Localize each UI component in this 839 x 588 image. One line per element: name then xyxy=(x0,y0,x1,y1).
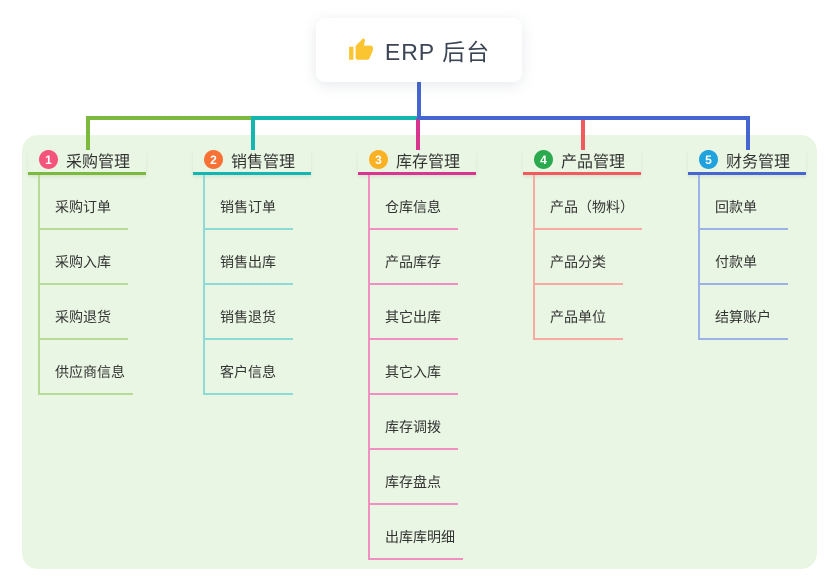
branch-badge: 2 xyxy=(204,150,223,169)
child-label: 库存盘点 xyxy=(385,474,441,490)
child-label: 出库库明细 xyxy=(385,529,455,545)
child-node[interactable]: 其它入库 xyxy=(370,340,458,395)
branch-header-1[interactable]: 1 采购管理 xyxy=(28,150,146,175)
thumbs-up-icon xyxy=(348,38,373,60)
child-node[interactable]: 库存盘点 xyxy=(370,450,458,505)
child-label: 产品库存 xyxy=(385,254,441,270)
child-label: 回款单 xyxy=(715,199,757,215)
branch-badge: 1 xyxy=(39,150,58,169)
child-node[interactable]: 采购订单 xyxy=(40,175,128,230)
branch-children: 回款单付款单结算账户 xyxy=(698,175,838,340)
child-label: 供应商信息 xyxy=(55,364,125,380)
branch-children: 采购订单采购入库采购退货供应商信息 xyxy=(38,175,178,395)
child-label: 结算账户 xyxy=(715,309,771,325)
child-label: 采购订单 xyxy=(55,199,111,215)
branch-badge: 3 xyxy=(369,150,388,169)
branch-children: 仓库信息产品库存其它出库其它入库库存调拨库存盘点出库库明细 xyxy=(368,175,508,560)
branch-title: 产品管理 xyxy=(561,153,626,171)
root-node[interactable]: ERP 后台 xyxy=(316,18,522,82)
child-label: 其它出库 xyxy=(385,309,441,325)
child-node[interactable]: 客户信息 xyxy=(205,340,293,395)
child-label: 客户信息 xyxy=(220,364,276,380)
branch-column-1: 1 采购管理采购订单采购入库采购退货供应商信息 xyxy=(28,150,178,395)
child-node[interactable]: 供应商信息 xyxy=(40,340,133,395)
mindmap-panel xyxy=(22,135,817,569)
child-node[interactable]: 回款单 xyxy=(700,175,788,230)
child-node[interactable]: 销售出库 xyxy=(205,230,293,285)
branch-header-4[interactable]: 4 产品管理 xyxy=(523,150,641,175)
child-node[interactable]: 其它出库 xyxy=(370,285,458,340)
child-node[interactable]: 产品（物料） xyxy=(535,175,642,230)
child-node[interactable]: 结算账户 xyxy=(700,285,788,340)
child-label: 库存调拨 xyxy=(385,419,441,435)
branch-children: 销售订单销售出库销售退货客户信息 xyxy=(203,175,343,395)
branch-title: 财务管理 xyxy=(726,153,791,171)
branch-column-3: 3 库存管理仓库信息产品库存其它出库其它入库库存调拨库存盘点出库库明细 xyxy=(358,150,508,560)
child-label: 产品分类 xyxy=(550,254,606,270)
child-node[interactable]: 库存调拨 xyxy=(370,395,458,450)
child-node[interactable]: 仓库信息 xyxy=(370,175,458,230)
child-label: 产品（物料） xyxy=(550,199,634,215)
child-node[interactable]: 采购退货 xyxy=(40,285,128,340)
child-node[interactable]: 销售退货 xyxy=(205,285,293,340)
child-node[interactable]: 付款单 xyxy=(700,230,788,285)
branch-badge: 5 xyxy=(699,150,718,169)
branch-header-2[interactable]: 2 销售管理 xyxy=(193,150,311,175)
child-label: 销售退货 xyxy=(220,309,276,325)
child-label: 销售出库 xyxy=(220,254,276,270)
child-node[interactable]: 销售订单 xyxy=(205,175,293,230)
child-node[interactable]: 产品库存 xyxy=(370,230,458,285)
child-label: 产品单位 xyxy=(550,309,606,325)
branch-column-5: 5 财务管理回款单付款单结算账户 xyxy=(688,150,838,340)
child-label: 销售订单 xyxy=(220,199,276,215)
branch-column-4: 4 产品管理产品（物料） 产品分类产品单位 xyxy=(523,150,673,340)
child-label: 其它入库 xyxy=(385,364,441,380)
branch-header-3[interactable]: 3 库存管理 xyxy=(358,150,476,175)
child-label: 付款单 xyxy=(715,254,757,270)
branch-children: 产品（物料） 产品分类产品单位 xyxy=(533,175,673,340)
child-node[interactable]: 出库库明细 xyxy=(370,505,463,560)
branch-title: 采购管理 xyxy=(66,153,131,171)
child-node[interactable]: 产品分类 xyxy=(535,230,623,285)
branch-title: 库存管理 xyxy=(396,153,461,171)
child-node[interactable]: 采购入库 xyxy=(40,230,128,285)
branch-header-5[interactable]: 5 财务管理 xyxy=(688,150,806,175)
child-node[interactable]: 产品单位 xyxy=(535,285,623,340)
child-label: 采购入库 xyxy=(55,254,111,270)
root-title: ERP 后台 xyxy=(384,39,491,65)
branch-badge: 4 xyxy=(534,150,553,169)
branch-column-2: 2 销售管理销售订单销售出库销售退货客户信息 xyxy=(193,150,343,395)
branch-title: 销售管理 xyxy=(231,153,296,171)
child-label: 采购退货 xyxy=(55,309,111,325)
child-label: 仓库信息 xyxy=(385,199,441,215)
